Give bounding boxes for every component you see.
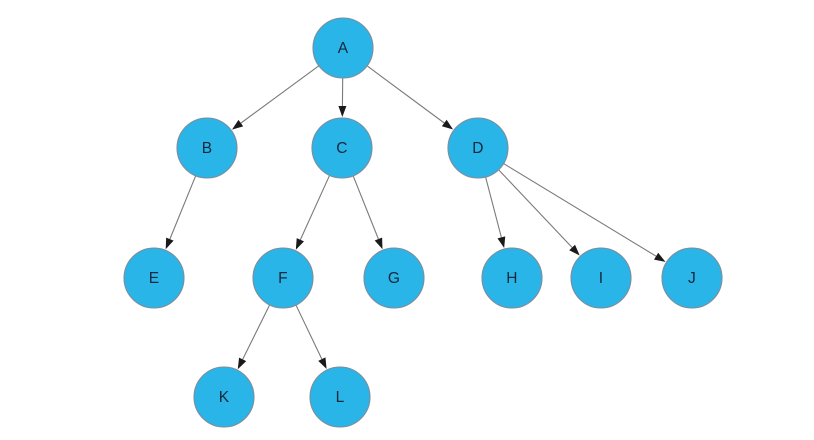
node-circle[interactable] <box>193 366 255 428</box>
edge-layer <box>165 65 666 370</box>
graph-node-c[interactable]: C <box>311 117 373 179</box>
arrowhead-icon <box>295 238 304 250</box>
graph-edge-b-e <box>165 175 197 250</box>
graph-edge-f-l <box>295 304 327 370</box>
edge-line <box>240 65 320 124</box>
graph-edge-c-f <box>295 175 331 250</box>
arrowhead-icon <box>654 252 666 262</box>
edge-line <box>498 169 573 248</box>
node-circle[interactable] <box>123 247 185 309</box>
graph-node-e[interactable]: E <box>123 247 185 309</box>
graph-node-l[interactable]: L <box>309 366 371 428</box>
graph-node-i[interactable]: I <box>570 247 632 309</box>
edge-line <box>299 175 331 240</box>
graph-node-k[interactable]: K <box>193 366 255 428</box>
arrowhead-icon <box>374 237 383 250</box>
arrowhead-icon <box>338 105 347 117</box>
graph-node-g[interactable]: G <box>363 247 425 309</box>
arrowhead-icon <box>231 119 244 130</box>
node-circle[interactable] <box>363 247 425 309</box>
node-circle[interactable] <box>570 247 632 309</box>
edge-line <box>503 163 657 257</box>
graph-node-f[interactable]: F <box>252 247 314 309</box>
node-circle[interactable] <box>661 247 723 309</box>
graph-edge-a-c <box>338 77 347 117</box>
arrowhead-icon <box>318 357 327 370</box>
edge-line <box>485 176 502 238</box>
graph-edge-a-b <box>231 65 320 130</box>
node-circle[interactable] <box>176 117 238 179</box>
edge-line <box>352 175 379 240</box>
arrowhead-icon <box>497 236 506 249</box>
graph-node-h[interactable]: H <box>481 247 543 309</box>
graph-node-b[interactable]: B <box>176 117 238 179</box>
arrowhead-icon <box>441 119 454 130</box>
graph-edge-c-g <box>352 175 383 250</box>
graph-edge-d-h <box>485 176 506 249</box>
graph-edge-d-j <box>503 163 666 262</box>
node-circle[interactable] <box>447 117 509 179</box>
arrowhead-icon <box>237 357 247 370</box>
edge-line <box>295 304 323 360</box>
graph-edge-d-i <box>498 169 580 256</box>
node-circle[interactable] <box>311 117 373 179</box>
edge-line <box>242 304 271 360</box>
node-circle[interactable] <box>252 247 314 309</box>
graph-edge-a-d <box>366 65 454 130</box>
graph-node-j[interactable]: J <box>661 247 723 309</box>
graph-node-a[interactable]: A <box>312 17 374 79</box>
node-circle[interactable] <box>481 247 543 309</box>
arrowhead-icon <box>165 237 174 250</box>
graph-node-d[interactable]: D <box>447 117 509 179</box>
node-circle[interactable] <box>309 366 371 428</box>
edge-line <box>366 65 445 124</box>
edge-line <box>169 175 197 240</box>
arrowhead-icon <box>569 244 580 256</box>
graph-edge-f-k <box>237 304 271 370</box>
node-circle[interactable] <box>312 17 374 79</box>
